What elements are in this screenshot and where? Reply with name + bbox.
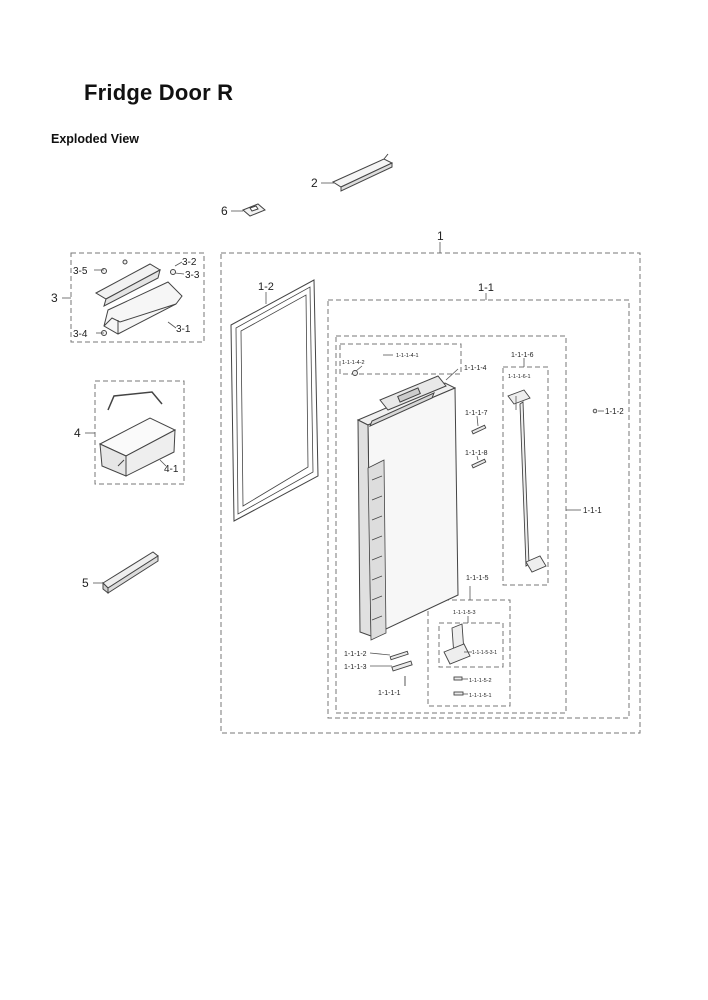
frame-assembly-4	[94, 380, 185, 485]
part-1-1-1-6-vertical-bar	[507, 389, 547, 573]
callout-1-1-1-6-1: 1-1-1-6-1	[508, 374, 531, 380]
frame-assembly-1-1-1	[335, 335, 567, 714]
frame-assembly-1-1-1-4	[339, 343, 462, 375]
callout-1-1-1-5-3-1: 1-1-1-5-3-1	[472, 650, 497, 656]
page-title: Fridge Door R	[84, 80, 234, 105]
part-5-guard-bar	[102, 551, 159, 595]
part-2-door-cap	[331, 153, 394, 192]
small-parts	[352, 370, 598, 696]
callout-1-1-1-3: 1-1-1-3	[344, 664, 367, 671]
callout-1: 1	[437, 229, 444, 243]
callout-5: 5	[82, 576, 89, 590]
part-6-clip	[242, 203, 266, 217]
callout-3-3: 3-3	[185, 270, 200, 281]
callout-1-1-1-8: 1-1-1-8	[465, 450, 488, 457]
callout-1-1-1-2: 1-1-1-2	[344, 651, 367, 658]
callout-3-2: 3-2	[182, 257, 197, 268]
callout-labels: 1 1-1 1-2 2 6 3 3-5 3-2 3-3 3-1 3-4 4 4-…	[51, 176, 624, 699]
callout-1-1-1-5-2: 1-1-1-5-2	[469, 678, 492, 684]
part-3-hinge-cover	[94, 259, 183, 336]
door-side-strip	[367, 459, 387, 641]
callout-6: 6	[221, 204, 228, 218]
frame-assembly-1	[220, 252, 641, 734]
part-1-1-1-8	[471, 458, 487, 469]
part-1-1-1-7	[471, 424, 487, 435]
leader-lines	[62, 182, 604, 695]
callout-1-2: 1-2	[258, 281, 274, 293]
frame-assembly-1-1-1-6	[502, 366, 549, 586]
frame-assembly-1-1	[327, 299, 630, 719]
callout-1-1-1-7: 1-1-1-7	[465, 410, 488, 417]
callout-1-1-1: 1-1-1	[583, 506, 602, 515]
callout-4-1: 4-1	[164, 464, 179, 475]
callout-1-1-1-5: 1-1-1-5	[466, 575, 489, 582]
callout-2: 2	[311, 176, 318, 190]
callout-1-1-2: 1-1-2	[605, 407, 624, 416]
callout-1-1: 1-1	[478, 282, 494, 294]
callout-1-1-1-4: 1-1-1-4	[464, 365, 487, 372]
exploded-view-subtitle: Exploded View	[51, 132, 139, 146]
callout-1-1-1-5-1: 1-1-1-5-1	[469, 693, 492, 699]
callout-3-5: 3-5	[73, 266, 88, 277]
callout-1-1-1-4-1: 1-1-1-4-1	[396, 353, 419, 359]
part-1-1-1-4-2	[352, 370, 358, 376]
callout-1-1-1-4-2: 1-1-1-4-2	[342, 360, 365, 366]
part-1-1-1-2	[389, 650, 409, 661]
callout-4: 4	[74, 426, 81, 440]
callout-3-4: 3-4	[73, 329, 88, 340]
callout-3-1: 3-1	[176, 324, 191, 335]
callout-3: 3	[51, 291, 58, 305]
part-1-2-door-gasket	[230, 279, 319, 522]
part-1-1-2-screw	[592, 408, 598, 414]
group-frames	[70, 252, 641, 734]
callout-1-1-1-1: 1-1-1-1	[378, 690, 401, 697]
frame-assembly-1-1-1-5-3	[438, 622, 504, 668]
frame-assembly-1-1-1-5	[427, 599, 511, 707]
callout-1-1-1-5-3: 1-1-1-5-3	[453, 610, 476, 616]
part-1-1-1-5-2	[453, 676, 463, 681]
part-1-1-1-5-1	[453, 691, 464, 696]
callout-1-1-1-6: 1-1-1-6	[511, 352, 534, 359]
frame-assembly-3	[70, 252, 205, 343]
part-4-door-bin	[98, 391, 177, 477]
part-1-1-1-5-3-bracket	[443, 623, 471, 665]
part-1-1-1-3	[391, 660, 413, 672]
